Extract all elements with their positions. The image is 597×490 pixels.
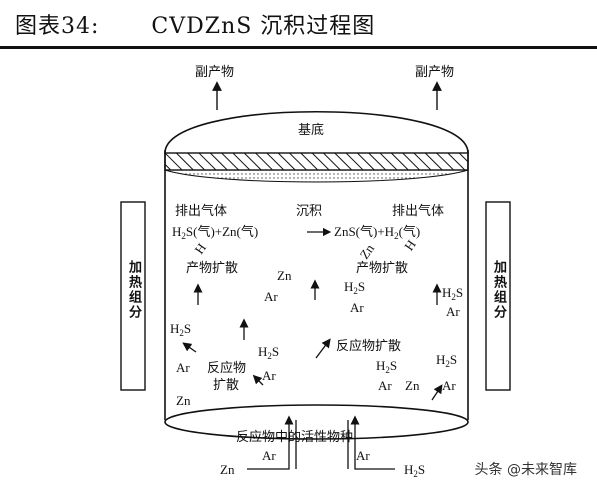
product-diffusion-right: 产物扩散 — [356, 261, 408, 276]
heater-box-right — [485, 201, 511, 391]
inlet-h2s: H2S — [404, 462, 425, 479]
up-arrow-7 — [252, 374, 264, 386]
heater-label-left: 加热组分 — [126, 260, 141, 320]
byproduct-label-right: 副产物 — [415, 65, 454, 80]
h-label-left: H — [191, 240, 209, 256]
watermark: 头条 @未来智库 — [474, 462, 577, 478]
inlet-zn: Zn — [220, 462, 235, 477]
deposit-layer — [164, 169, 469, 183]
up-arrow-8 — [431, 384, 443, 401]
up-arrow-5 — [182, 342, 197, 353]
species-zn-right-1: Zn — [405, 378, 420, 393]
species-h2s-right-1: H2S — [376, 358, 397, 375]
h-label-right: H — [401, 237, 419, 253]
chamber-bottom — [164, 404, 469, 440]
product-diffusion-left: 产物扩散 — [186, 261, 238, 276]
inlet-pipe-left — [247, 415, 294, 470]
species-h2s-center: H2S — [258, 344, 279, 361]
species-ar-left: Ar — [176, 360, 190, 375]
species-h2s-left: H2S — [170, 321, 191, 338]
species-ar-right-2: Ar — [442, 378, 456, 393]
species-zn-top: Zn — [277, 268, 292, 283]
inlet-ar-left: Ar — [262, 448, 276, 463]
figure-title: 图表34: CVDZnS 沉积过程图 — [15, 8, 375, 40]
substrate-label: 基底 — [298, 122, 324, 138]
species-zn-left: Zn — [176, 393, 191, 408]
active-species-label: 反应物中的活性物种 — [236, 429, 353, 445]
zn-diag-label: Zn — [356, 241, 377, 262]
exhaust-label-right: 排出气体 — [392, 203, 444, 219]
chamber-dome — [164, 111, 469, 154]
inlet-pipe-right — [350, 415, 395, 470]
inlet-ar-right: Ar — [356, 448, 370, 463]
species-ar-center: Ar — [262, 368, 276, 383]
exhaust-label-left: 排出气体 — [175, 203, 227, 219]
reactant-diffusion-left-1: 反应物 — [207, 360, 246, 376]
title-rule — [0, 46, 597, 49]
heater-label-right: 加热组分 — [491, 260, 506, 320]
heater-box-left — [120, 201, 146, 391]
equation-right: ZnS(气)+H2(气) — [334, 224, 420, 241]
reactant-diffusion-right: 反应物扩散 — [336, 338, 401, 354]
deposition-label: 沉积 — [296, 204, 322, 219]
species-h2s-right-2: H2S — [436, 352, 457, 369]
substrate-plate — [164, 152, 469, 171]
species-ar-mid: Ar — [350, 300, 364, 315]
reactant-diffusion-left-2: 扩散 — [213, 378, 239, 393]
figure-caption: CVDZnS 沉积过程图 — [151, 14, 376, 39]
figure-number: 图表34: — [15, 14, 100, 39]
species-ar-right-1: Ar — [378, 378, 392, 393]
byproduct-label-left: 副产物 — [195, 65, 234, 80]
up-arrow-6 — [315, 338, 331, 359]
species-ar-top: Ar — [264, 289, 278, 304]
species-ar-right-top: Ar — [446, 304, 460, 319]
equation-left: H2S(气)+Zn(气) — [172, 224, 258, 241]
species-h2s-right-top: H2S — [442, 285, 463, 302]
species-h2s-mid: H2S — [344, 279, 365, 296]
